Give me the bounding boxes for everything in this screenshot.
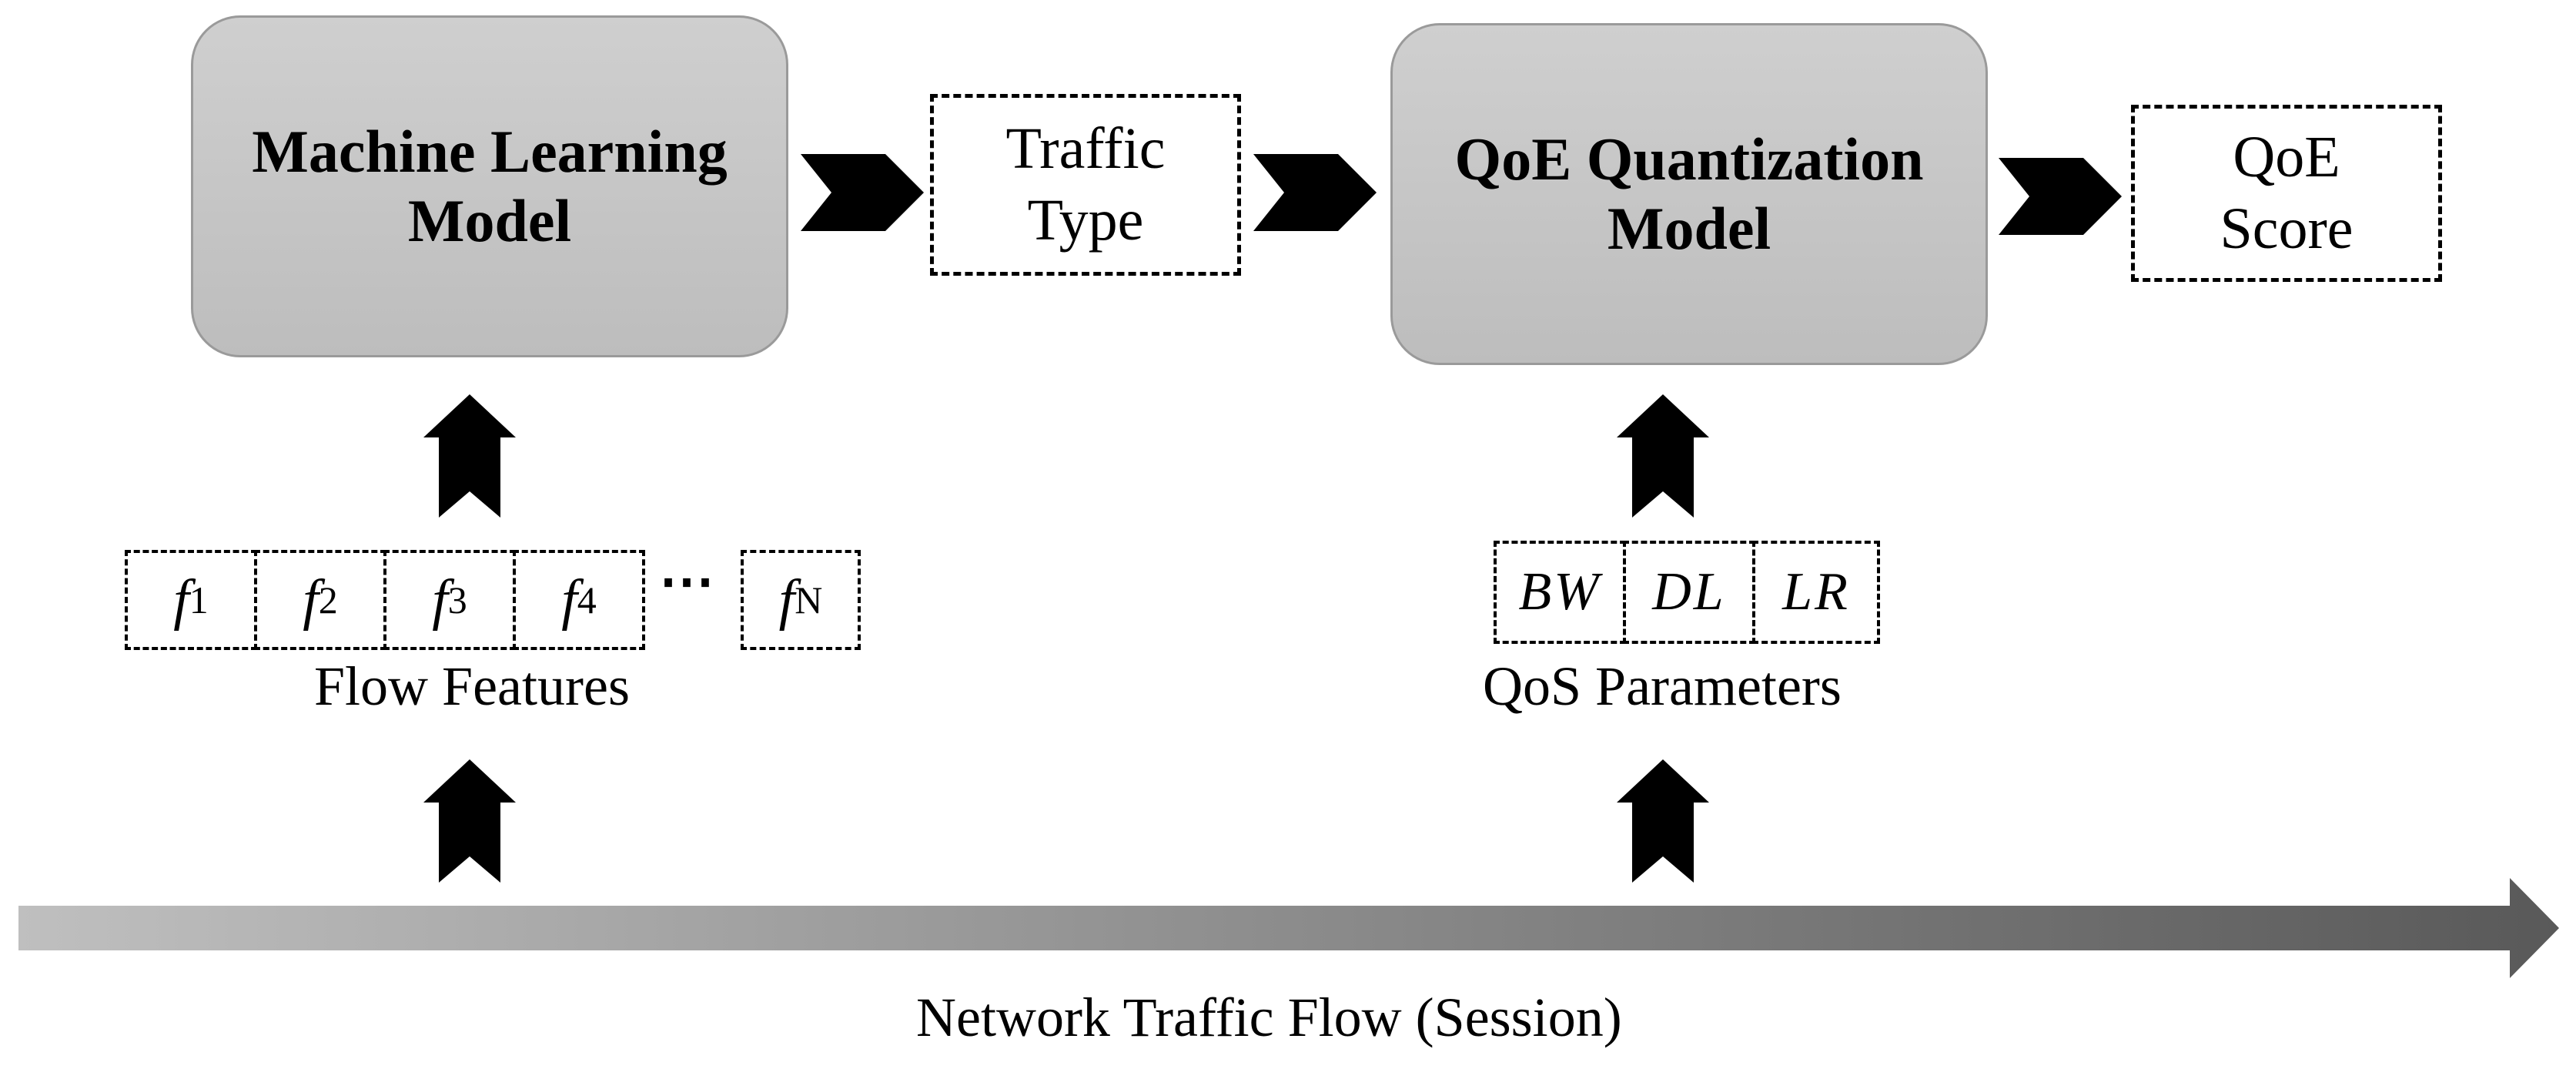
qos-param-bw: BW bbox=[1494, 541, 1626, 644]
ml-model-label-line1: Machine Learning bbox=[252, 117, 728, 185]
qos-param-lr: LR bbox=[1752, 541, 1880, 644]
ml-model-label: Machine Learning Model bbox=[252, 117, 728, 256]
up-chevron-arrow-icon bbox=[423, 394, 516, 518]
flow-feature-symbol: f bbox=[561, 568, 577, 632]
timeline-arrow-icon bbox=[18, 878, 2559, 978]
qoe-score-line1: QoE bbox=[2233, 125, 2340, 190]
right-chevron-arrow-icon bbox=[1999, 158, 2122, 235]
right-chevron-arrow-icon bbox=[1253, 154, 1377, 231]
flow-features-caption: Flow Features bbox=[314, 655, 630, 717]
qos-parameters-caption: QoS Parameters bbox=[1483, 655, 1842, 717]
traffic-type-line2: Type bbox=[1027, 188, 1144, 253]
qos-param-label: DL bbox=[1652, 562, 1726, 622]
flow-feature-symbol: f bbox=[432, 568, 448, 632]
qos-param-label: BW bbox=[1518, 562, 1601, 622]
up-chevron-arrow-icon bbox=[1617, 394, 1709, 518]
flow-feature-subscript: 3 bbox=[447, 578, 467, 622]
qos-param-dl: DL bbox=[1623, 541, 1755, 644]
qoe-model-label-line1: QoE Quantization bbox=[1454, 125, 1924, 193]
ml-model-label-line2: Model bbox=[407, 187, 572, 254]
qoe-model-label: QoE Quantization Model bbox=[1455, 125, 1924, 264]
traffic-type-line1: Traffic bbox=[1005, 116, 1166, 182]
flow-features-ellipsis: ⋯ bbox=[659, 551, 719, 612]
flow-feature-subscript: 4 bbox=[577, 578, 597, 622]
up-chevron-arrow-icon bbox=[1617, 759, 1709, 883]
flow-feature-symbol: f bbox=[778, 568, 795, 632]
flow-feature-symbol: f bbox=[303, 568, 319, 632]
flow-feature-subscript: 1 bbox=[189, 578, 209, 622]
timeline-caption: Network Traffic Flow (Session) bbox=[916, 987, 1622, 1048]
qoe-model-label-line2: Model bbox=[1607, 195, 1771, 262]
flow-feature-subscript: 2 bbox=[318, 578, 338, 622]
qos-param-label: LR bbox=[1782, 562, 1850, 622]
traffic-type-box: Traffic Type bbox=[930, 94, 1241, 276]
flow-feature-symbol: f bbox=[173, 568, 189, 632]
flow-feature-subscript: N bbox=[795, 578, 823, 622]
up-chevron-arrow-icon bbox=[423, 759, 516, 883]
ml-model-box: Machine Learning Model bbox=[191, 15, 788, 357]
qoe-score-box: QoE Score bbox=[2131, 105, 2442, 282]
qoe-model-box: QoE Quantization Model bbox=[1390, 23, 1988, 365]
qoe-score-line2: Score bbox=[2220, 196, 2354, 261]
right-chevron-arrow-icon bbox=[801, 154, 924, 231]
